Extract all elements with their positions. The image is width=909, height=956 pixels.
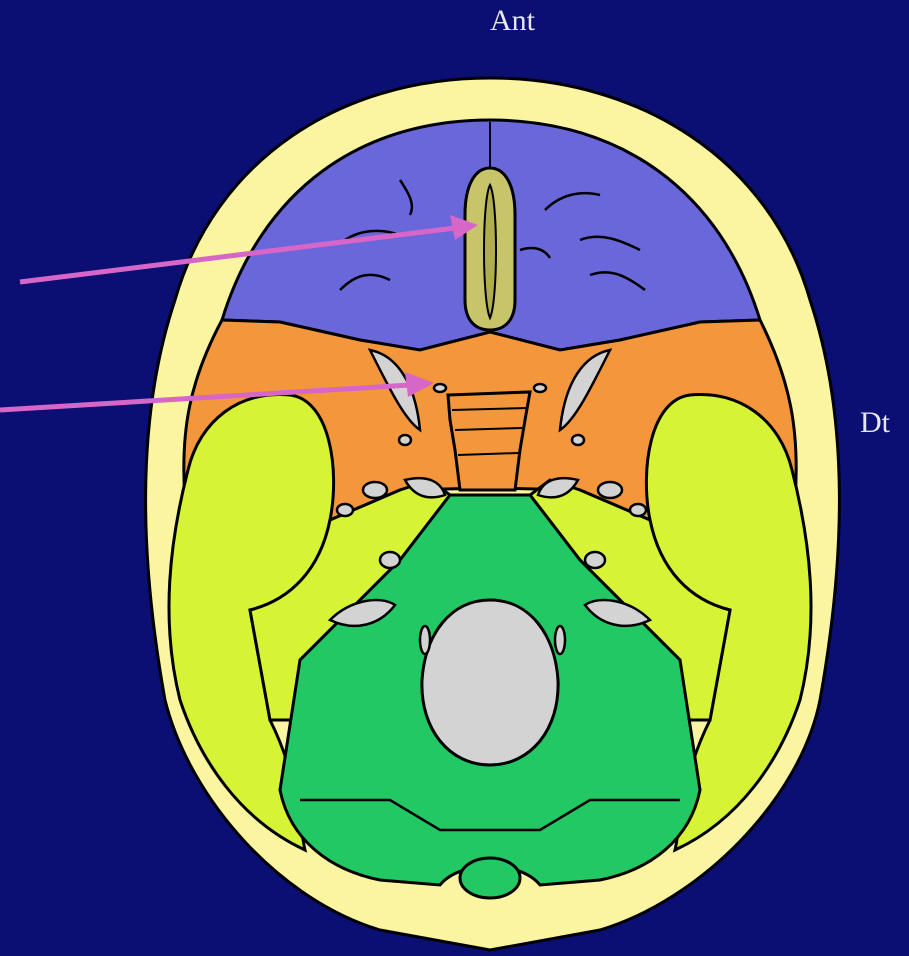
foramen-magnum: [422, 600, 558, 765]
crista-galli-slit: [484, 185, 496, 318]
external-occipital-protuberance: [460, 858, 520, 898]
sella-turcica: [448, 392, 530, 490]
